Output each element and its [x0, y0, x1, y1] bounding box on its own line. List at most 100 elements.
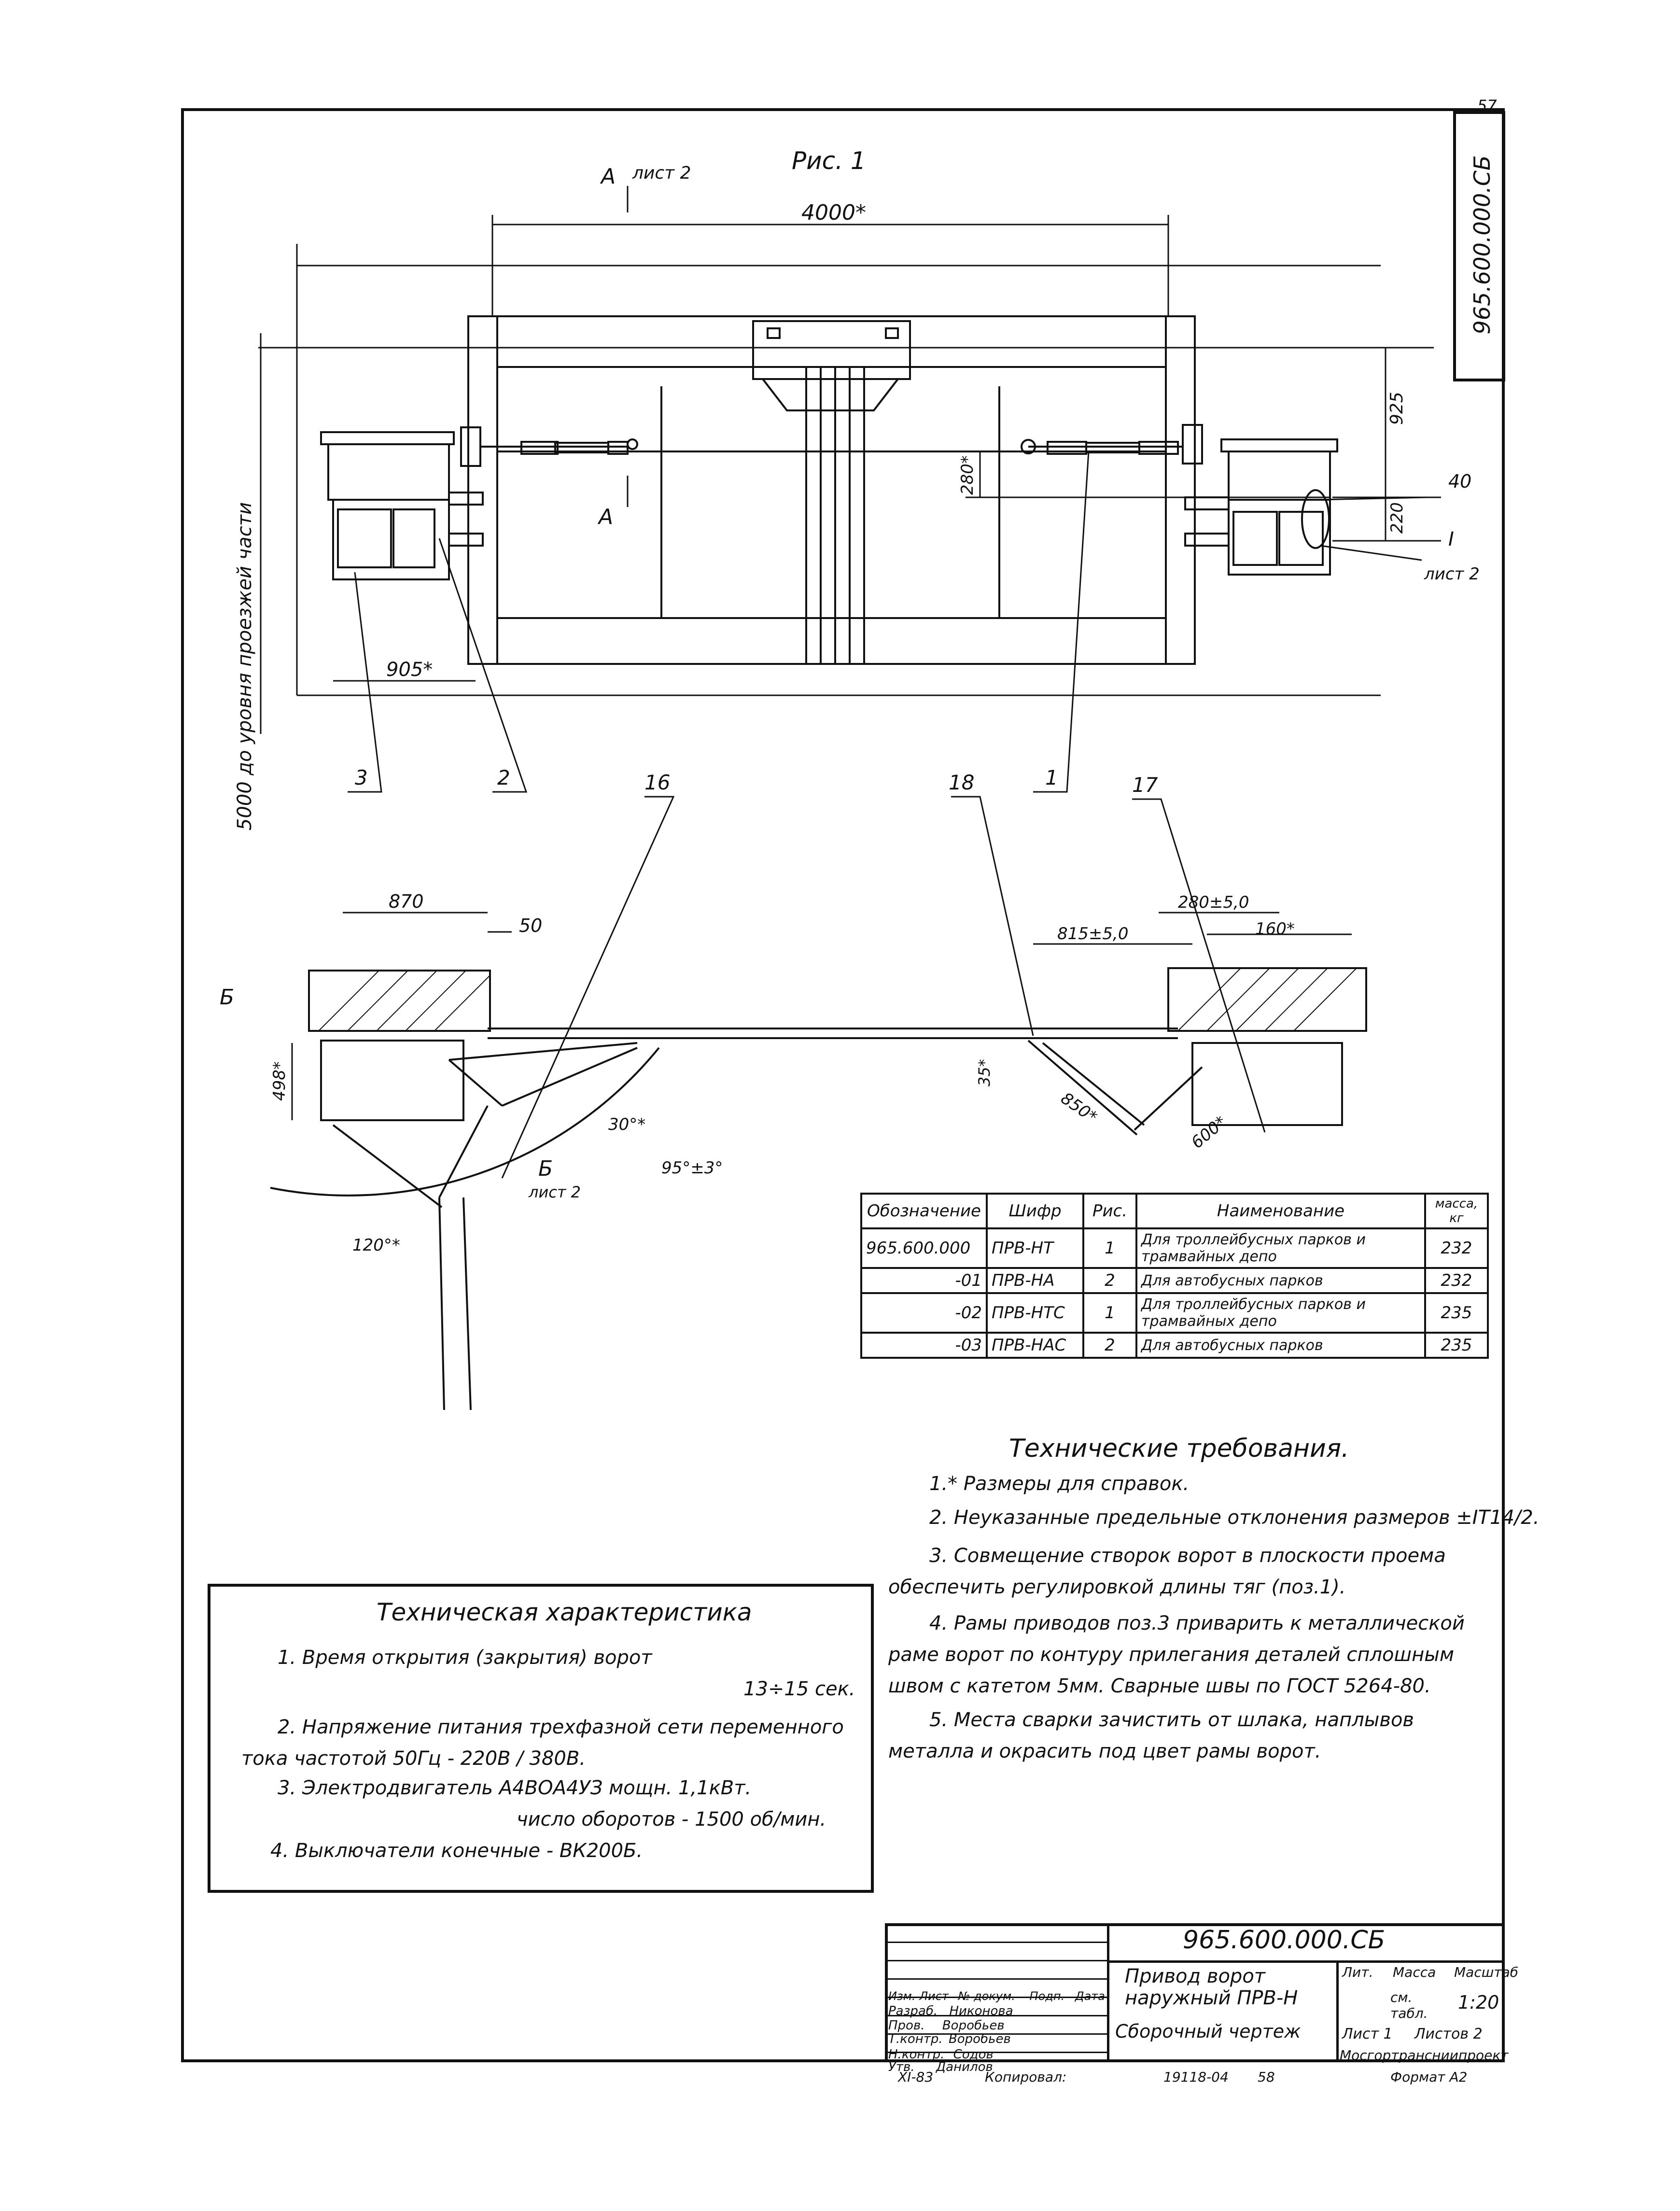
footer-copied: Копировал:	[985, 2069, 1067, 2085]
spec-cell: -01	[860, 1267, 988, 1294]
figure-label: Рис. 1	[792, 147, 866, 175]
spec-cell: Для автобусных парков	[1135, 1267, 1426, 1294]
spec-table: Обозначение Шифр Рис. Наименование масса…	[860, 1193, 1489, 1359]
title-block-col-scale: Масштаб	[1454, 1964, 1519, 1980]
title-block-scale-value: 1:20	[1458, 1992, 1499, 2013]
view-b-cut: Б	[538, 1156, 553, 1181]
dim-35: 35*	[975, 1059, 994, 1086]
tech-characteristics-box	[208, 1584, 874, 1893]
title-block-right-area	[1336, 1960, 1505, 2062]
dim-850: 850*	[1057, 1089, 1101, 1127]
drawing-frame	[181, 108, 1505, 2062]
head-izm: Изм.	[888, 1989, 916, 2003]
spec-cell: 965.600.000	[860, 1227, 988, 1269]
title-block-sheet: Лист 1	[1342, 2026, 1393, 2042]
tech-characteristics-item: число оборотов - 1500 об/мин.	[517, 1808, 826, 1831]
title-block-col-mass: Масса	[1393, 1964, 1436, 1980]
head-sign: Подп.	[1029, 1989, 1065, 2003]
role-person: Никонова	[949, 2004, 1013, 2018]
callout-1: 1	[1045, 766, 1058, 789]
spec-col-designation: Обозначение	[860, 1193, 988, 1229]
spec-col-mass: масса, кг	[1424, 1193, 1489, 1229]
tech-requirements-item: 3. Совмещение створок ворот в плоскости …	[888, 1545, 1446, 1598]
spec-header-row: Обозначение Шифр Рис. Наименование масса…	[860, 1193, 1489, 1229]
title-block-row-head: Изм. Лист № докум. Подп. Дата	[888, 1989, 1105, 2003]
role-label: Утв.	[888, 2060, 915, 2074]
role-person: Содов	[953, 2047, 994, 2062]
role-person: Воробьев	[942, 2018, 1005, 2033]
role-row: Т.контр. Воробьев	[888, 2032, 1011, 2046]
role-label: Т.контр.	[888, 2032, 943, 2046]
head-date: Дата	[1075, 1989, 1105, 2003]
role-row: Н.контр. Содов	[888, 2047, 994, 2062]
spec-cell: Для троллейбусных парков и трамвайных де…	[1135, 1292, 1426, 1334]
spec-cell: 232	[1424, 1267, 1489, 1294]
tech-characteristics-item: 1. Время открытия (закрытия) ворот	[278, 1647, 652, 1669]
table-row: -03 ПРВ-НАС 2 Для автобусных парков 235	[860, 1332, 1489, 1359]
spec-cell: ПРВ-НТС	[986, 1292, 1084, 1334]
node-I-sheet: лист 2	[1424, 564, 1480, 584]
spec-cell: ПРВ-НТ	[986, 1227, 1084, 1269]
title-block-doc-code: 965.600.000.СБ	[1183, 1926, 1386, 1955]
role-person: Воробьев	[948, 2032, 1011, 2046]
title-block-name-3: Сборочный чертеж	[1115, 2021, 1301, 2042]
title-block-sheets: Листов 2	[1414, 2026, 1483, 2042]
assembly-drawing: Рис. 1 А лист 2 А 4000* 925 280* 220 40 …	[220, 147, 1480, 1410]
dim-280: 280*	[958, 455, 977, 495]
title-block-left-grid	[885, 1923, 1109, 2062]
title-block-mass-value: см. табл.	[1390, 1989, 1428, 2021]
spec-cell: 2	[1082, 1332, 1137, 1359]
role-row: Пров. Воробьев	[888, 2018, 1005, 2033]
callout-16: 16	[644, 771, 670, 794]
title-block-divider	[1109, 1960, 1505, 1963]
view-b-left: Б	[220, 985, 234, 1010]
spec-cell: Для автобусных парков	[1135, 1332, 1426, 1359]
role-label: Разраб.	[888, 2004, 938, 2018]
section-a-top: А	[600, 164, 616, 189]
dim-600: 600*	[1188, 1113, 1230, 1153]
dim-4000: 4000*	[801, 200, 866, 225]
spec-cell: -03	[860, 1332, 988, 1359]
callout-17: 17	[1132, 773, 1158, 797]
role-person: Данилов	[936, 2060, 993, 2074]
view-b-sheet: лист 2	[528, 1183, 581, 1201]
vertical-stamp	[1453, 111, 1505, 381]
dim-498: 498*	[270, 1061, 289, 1101]
callout-18: 18	[949, 771, 974, 794]
spec-cell: ПРВ-НАС	[986, 1332, 1084, 1359]
spec-cell: 1	[1082, 1292, 1137, 1334]
footer-number: 19118-04	[1163, 2069, 1229, 2085]
callout-3: 3	[355, 766, 368, 789]
spec-cell: 235	[1424, 1332, 1489, 1359]
callout-2: 2	[497, 766, 510, 789]
section-a-top-sheet: лист 2	[632, 163, 691, 183]
tech-requirements-title: Технические требования.	[1009, 1434, 1349, 1463]
section-a-bottom: А	[597, 505, 613, 529]
head-doc: № докум.	[958, 1989, 1015, 2003]
role-row: Разраб. Никонова	[888, 2004, 1013, 2018]
tech-requirements-item: 5. Места сварки зачистить от шлака, напл…	[888, 1709, 1414, 1762]
title-block-name-1: Привод ворот	[1125, 1965, 1266, 1987]
dim-95deg: 95°±3°	[661, 1158, 723, 1178]
role-label: Пров.	[888, 2018, 925, 2033]
tech-requirements-item: 2. Неуказанные предельные отклонения раз…	[929, 1507, 1540, 1529]
node-I: I	[1448, 528, 1454, 550]
spec-cell: Для троллейбусных парков и трамвайных де…	[1135, 1227, 1426, 1269]
tech-requirements-item: 4. Рамы приводов поз.3 приварить к метал…	[888, 1612, 1465, 1697]
pos-40: 40	[1448, 471, 1471, 492]
spec-col-fig: Рис.	[1082, 1193, 1137, 1229]
title-block-name-2: наружный ПРВ-Н	[1125, 1987, 1298, 2009]
dim-815: 815±5,0	[1057, 924, 1128, 944]
tech-requirements-item: 1.* Размеры для справок.	[929, 1473, 1190, 1495]
tech-characteristics-title: Техническая характеристика	[377, 1598, 752, 1626]
spec-cell: 1	[1082, 1227, 1137, 1269]
dim-280-plan: 280±5,0	[1178, 893, 1249, 912]
dim-925: 925	[1387, 392, 1407, 425]
dim-30deg: 30°*	[608, 1115, 645, 1134]
table-row: -02 ПРВ-НТС 1 Для троллейбусных парков и…	[860, 1292, 1489, 1334]
footer-format: Формат А2	[1390, 2069, 1468, 2085]
table-row: -01 ПРВ-НА 2 Для автобусных парков 232	[860, 1267, 1489, 1294]
tech-characteristics-item: 4. Выключатели конечные - ВК200Б.	[270, 1840, 643, 1862]
footer-sheet-num: 58	[1258, 2069, 1275, 2085]
dim-120deg: 120°*	[352, 1236, 400, 1255]
